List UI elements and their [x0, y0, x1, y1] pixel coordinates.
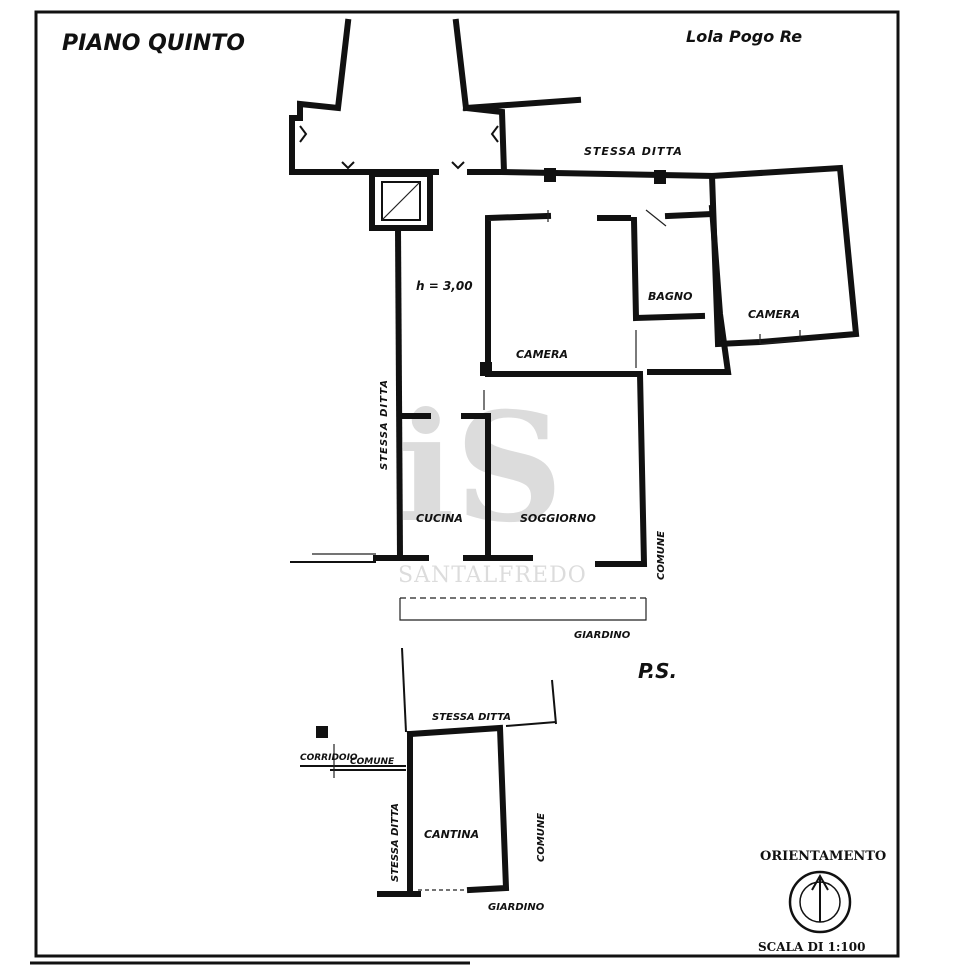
ground-floor-marker: P.S. — [638, 659, 677, 683]
pillar-3 — [480, 362, 492, 376]
door-swing-right — [490, 125, 499, 143]
watermark-brand: SANTALFREDO — [398, 563, 587, 588]
label-lower-stessa-ditta-top: STESSA DITTA — [432, 712, 511, 723]
lower-floor-plan: STESSA DITTA CORRIDOIO COMUNE STESSA DIT… — [300, 647, 557, 913]
wall-lower-right-post — [551, 679, 557, 725]
label-bagno: BAGNO — [648, 290, 692, 303]
window-camera-right — [759, 330, 801, 345]
watermark-monogram: iS — [398, 380, 563, 556]
wall-lower-left-post — [401, 647, 407, 733]
label-soggiorno: SOGGIORNO — [520, 512, 596, 525]
floor-title: PIANO QUINTO — [62, 31, 245, 56]
signature: Lola Pogo Re — [686, 27, 802, 46]
label-cucina: CUCINA — [416, 512, 463, 525]
door-bagno — [645, 209, 667, 227]
label-lower-comune-left: COMUNE — [350, 757, 395, 767]
wall-lower-top-right — [505, 721, 557, 727]
scale-label: SCALA DI 1:100 — [758, 940, 865, 954]
garden-outline — [399, 598, 647, 621]
pillar-lower — [316, 726, 328, 738]
door-tick-right — [451, 161, 465, 170]
label-giardino: GIARDINO — [574, 630, 631, 641]
label-stessa-ditta-top: STESSA DITTA — [584, 145, 683, 158]
label-camera-right: CAMERA — [748, 308, 800, 321]
label-height: h = 3,00 — [416, 279, 473, 293]
label-camera-main: CAMERA — [516, 348, 568, 361]
pillar-1 — [544, 168, 556, 182]
orientation-label: ORIENTAMENTO — [760, 849, 886, 864]
upper-floor-plan: STESSA DITTA STESSA DITTA h = 3,00 CAMER… — [289, 18, 860, 641]
compass-outer — [788, 870, 852, 934]
label-stessa-ditta-left: STESSA DITTA — [379, 379, 390, 470]
watermark: iS SANTALFREDO — [398, 380, 587, 588]
wall-right-wing — [452, 18, 582, 112]
elevator-diag — [381, 181, 421, 221]
elevator-cabin — [381, 181, 421, 221]
wall-bagno — [630, 216, 706, 322]
pillar-2 — [654, 170, 666, 184]
label-comune: COMUNE — [656, 531, 667, 580]
label-lower-stessa-ditta-left: STESSA DITTA — [390, 803, 401, 882]
label-lower-giardino: GIARDINO — [488, 902, 545, 913]
orientation-block: ORIENTAMENTO SCALA DI 1:100 — [758, 849, 886, 954]
label-lower-comune-right: COMUNE — [536, 813, 547, 862]
wall-camera-top — [485, 212, 552, 375]
sheet-border — [34, 10, 900, 958]
door-swing-left — [299, 125, 308, 143]
label-cantina: CANTINA — [424, 828, 479, 841]
door-tick-left — [341, 161, 355, 170]
wall-left-wing — [289, 18, 352, 175]
north-arrow-icon — [811, 873, 829, 922]
wall-soggiorno-right — [595, 370, 648, 567]
wall-lower-top — [406, 724, 510, 894]
wall-top-long — [500, 168, 716, 180]
wall-camera-right-room — [708, 164, 860, 348]
wall-left-long — [394, 224, 404, 562]
wall-bagno-top — [664, 210, 716, 220]
label-corridoio: CORRIDOIO — [300, 753, 358, 763]
wall-right-wing-lower — [462, 104, 508, 175]
